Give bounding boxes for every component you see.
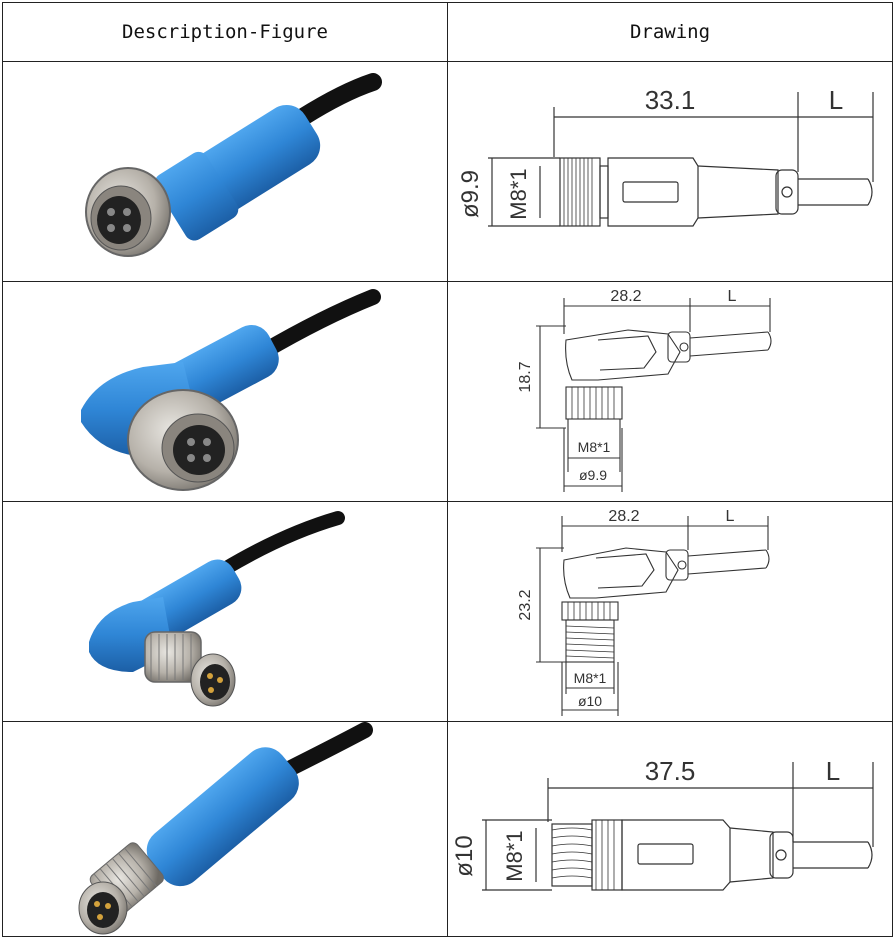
straight-male-connector-photo bbox=[78, 722, 373, 935]
right-angle-male-drawing: 28.2 L 23.2 M8*1 ø10 bbox=[517, 508, 770, 716]
right-angle-female-connector-photo bbox=[81, 289, 381, 491]
straight-female-drawing: 33.1 L ø9.9 M8*1 bbox=[457, 85, 874, 227]
length-dimension: 37.5 bbox=[645, 756, 696, 786]
height-dimension: 23.2 bbox=[517, 589, 534, 620]
header-description-figure: Description-Figure bbox=[2, 2, 448, 62]
figure-cell bbox=[2, 501, 448, 722]
length-dimension: 28.2 bbox=[608, 508, 639, 525]
thread-dimension: M8*1 bbox=[574, 670, 607, 686]
diameter-dimension: ø9.9 bbox=[457, 170, 484, 218]
straight-female-connector-photo bbox=[85, 73, 382, 257]
table-row: 28.2 L 23.2 M8*1 ø10 bbox=[2, 501, 893, 722]
table-row: 37.5 L ø10 M8*1 bbox=[2, 721, 893, 937]
cable-length-dimension: L bbox=[829, 85, 843, 115]
header-drawing: Drawing bbox=[447, 2, 893, 62]
diameter-dimension: ø10 bbox=[451, 835, 478, 876]
diameter-dimension: ø9.9 bbox=[579, 467, 607, 483]
figure-cell bbox=[2, 721, 448, 937]
cable-length-dimension: L bbox=[726, 508, 735, 525]
figure-cell bbox=[2, 281, 448, 502]
straight-male-drawing: 37.5 L ø10 M8*1 bbox=[451, 756, 874, 891]
cable-length-dimension: L bbox=[826, 756, 840, 786]
diameter-dimension: ø10 bbox=[578, 693, 602, 709]
drawing-cell: 33.1 L ø9.9 M8*1 bbox=[447, 61, 893, 282]
right-angle-female-drawing: 28.2 L 18.7 M8*1 ø9.9 bbox=[517, 288, 772, 492]
right-angle-male-connector-photo bbox=[89, 511, 345, 707]
length-dimension: 28.2 bbox=[610, 288, 641, 305]
cable-length-dimension: L bbox=[728, 288, 737, 305]
thread-dimension: M8*1 bbox=[506, 168, 531, 219]
table-row: 28.2 L 18.7 M8*1 ø9.9 bbox=[2, 281, 893, 502]
figure-cell bbox=[2, 61, 448, 282]
drawing-cell: 28.2 L 23.2 M8*1 ø10 bbox=[447, 501, 893, 722]
height-dimension: 18.7 bbox=[517, 361, 534, 392]
header-row: Description-Figure Drawing bbox=[2, 2, 893, 62]
length-dimension: 33.1 bbox=[645, 85, 696, 115]
table-row: 33.1 L ø9.9 M8*1 bbox=[2, 61, 893, 282]
thread-dimension: M8*1 bbox=[502, 830, 527, 881]
drawing-cell: 37.5 L ø10 M8*1 bbox=[447, 721, 893, 937]
thread-dimension: M8*1 bbox=[578, 439, 611, 455]
drawing-cell: 28.2 L 18.7 M8*1 ø9.9 bbox=[447, 281, 893, 502]
